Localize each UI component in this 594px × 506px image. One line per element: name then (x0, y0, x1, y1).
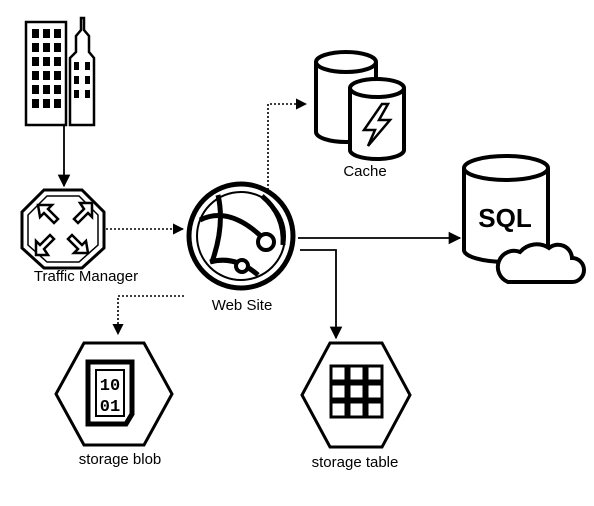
sql-text: SQL (478, 203, 532, 233)
buildings-icon (24, 16, 96, 127)
traffic-manager-icon (20, 188, 106, 270)
edge-website-table (300, 249, 343, 340)
cloud-icon (495, 242, 586, 284)
sql-database-icon: SQL (462, 154, 586, 284)
blob-bits-top: 10 (100, 377, 120, 396)
cache-icon (314, 50, 406, 161)
storage-table-label: storage table (311, 454, 399, 471)
traffic-manager-label: Traffic Manager (33, 268, 139, 285)
blob-bits-bottom: 01 (100, 398, 120, 417)
edge-website-cache (267, 98, 308, 190)
storage-table-icon (300, 341, 412, 449)
web-site-label: Web Site (211, 297, 273, 314)
storage-blob-label: storage blob (78, 451, 162, 468)
storage-blob-icon: 10 01 (54, 341, 174, 447)
globe-icon (186, 181, 296, 291)
lightning-icon (361, 102, 393, 147)
cache-label: Cache (343, 163, 387, 180)
edge-website-blob (112, 295, 184, 336)
